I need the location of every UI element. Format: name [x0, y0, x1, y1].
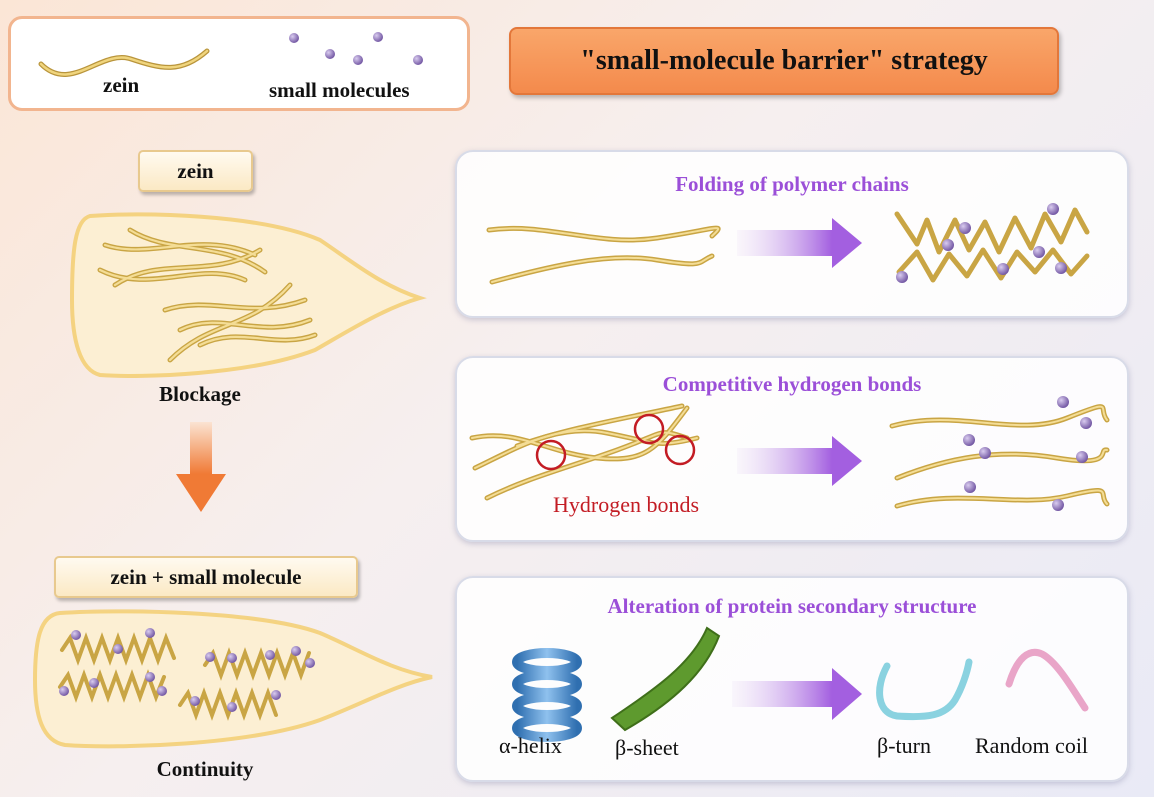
strategy-title: "small-molecule barrier" strategy: [580, 45, 988, 76]
strategy-title-box: "small-molecule barrier" strategy: [509, 27, 1059, 95]
blockage-container: [69, 212, 427, 378]
legend-zein-strand: [38, 48, 210, 77]
hydrogen-bonds-label: Hydrogen bonds: [553, 492, 700, 517]
zein-small-molecule-tag: zein + small molecule: [54, 556, 358, 598]
random-coil-label: Random coil: [975, 733, 1089, 758]
panel-secondary: Alteration of protein secondary structur…: [455, 576, 1129, 782]
blockage-caption: Blockage: [159, 382, 241, 406]
legend-box: zein small molecules: [8, 16, 470, 111]
beta-turn-label: β-turn: [877, 733, 931, 758]
secondary-illustration: [512, 626, 1089, 742]
continuity-caption: Continuity: [156, 757, 254, 781]
alpha-helix-icon: [512, 648, 582, 742]
beta-sheet-icon: [610, 626, 721, 732]
panel-folding: Folding of polymer chains: [455, 150, 1129, 318]
down-arrow-icon: [176, 422, 226, 512]
panel-hbond: Competitive hydrogen bonds: [455, 356, 1129, 542]
beta-turn-icon: [876, 658, 973, 721]
hbond-illustration: [469, 396, 1110, 511]
random-coil-icon: [1005, 649, 1089, 712]
beta-sheet-label: β-sheet: [615, 735, 679, 760]
panel-secondary-title: Alteration of protein secondary structur…: [607, 594, 977, 618]
folding-illustration: [486, 203, 1090, 285]
legend-small-molecules-label: small molecules: [269, 78, 410, 102]
legend-zein-label: zein: [103, 73, 140, 97]
continuity-container: [32, 609, 433, 749]
alpha-helix-label: α-helix: [499, 733, 562, 758]
panel-folding-title: Folding of polymer chains: [675, 172, 909, 196]
zein-tag: zein: [138, 150, 253, 192]
legend-molecules-icon: [289, 32, 423, 65]
panel-hbond-title: Competitive hydrogen bonds: [662, 372, 922, 396]
